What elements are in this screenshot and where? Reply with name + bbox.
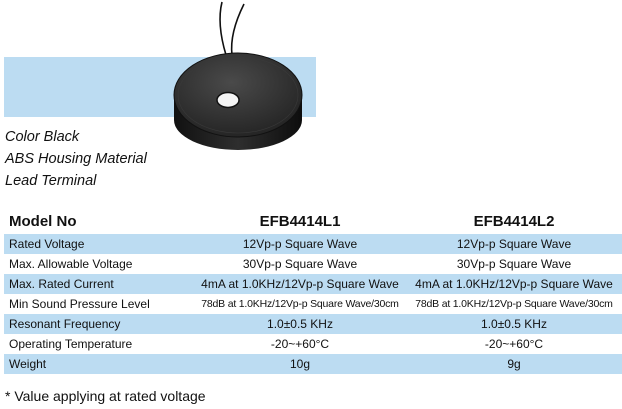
- table-row: Resonant Frequency 1.0±0.5 KHz 1.0±0.5 K…: [4, 314, 622, 334]
- attr-color: Color Black: [5, 129, 80, 145]
- table-row: Max. Allowable Voltage 30Vp-p Square Wav…: [4, 254, 622, 274]
- row-label: Weight: [4, 354, 194, 374]
- row-label: Min Sound Pressure Level: [9, 297, 150, 311]
- spec-table: Model No EFB4414L1 EFB4414L2 Rated Volta…: [4, 208, 622, 374]
- cell-l2: -20~+60°C: [484, 337, 544, 351]
- cell-l1: 78dB at 1.0KHz/12Vp-p Square Wave/30cm: [201, 298, 399, 310]
- cell-l2: 12Vp-p Square Wave: [406, 234, 622, 254]
- attr-housing: ABS Housing Material: [5, 151, 147, 167]
- row-label: Resonant Frequency: [4, 314, 194, 334]
- row-label: Operating Temperature: [9, 337, 133, 351]
- row-label: Max. Rated Current: [4, 274, 194, 294]
- table-row: Min Sound Pressure Level 78dB at 1.0KHz/…: [4, 294, 622, 314]
- cell-l2: 78dB at 1.0KHz/12Vp-p Square Wave/30cm: [415, 298, 613, 310]
- product-attributes: Color Black ABS Housing Material Lead Te…: [5, 126, 147, 192]
- header-model-l2: EFB4414L2: [473, 212, 555, 230]
- cell-l2: 9g: [406, 354, 622, 374]
- header-model-l1: EFB4414L1: [259, 212, 341, 230]
- table-row: Rated Voltage 12Vp-p Square Wave 12Vp-p …: [4, 234, 622, 254]
- cell-l1: 1.0±0.5 KHz: [194, 314, 406, 334]
- table-row: Max. Rated Current 4mA at 1.0KHz/12Vp-p …: [4, 274, 622, 294]
- cell-l1: 12Vp-p Square Wave: [194, 234, 406, 254]
- cell-l2: 30Vp-p Square Wave: [456, 257, 572, 271]
- cell-l1: 30Vp-p Square Wave: [242, 257, 358, 271]
- footnote: * Value applying at rated voltage: [5, 388, 206, 404]
- cell-l2: 4mA at 1.0KHz/12Vp-p Square Wave: [406, 274, 622, 294]
- cell-l1: 4mA at 1.0KHz/12Vp-p Square Wave: [194, 274, 406, 294]
- spec-header-row: Model No EFB4414L1 EFB4414L2: [4, 208, 622, 234]
- buzzer-product-image: [173, 1, 303, 150]
- attr-terminal: Lead Terminal: [5, 173, 97, 189]
- row-label: Max. Allowable Voltage: [9, 257, 133, 271]
- header-model-no: Model No: [9, 212, 77, 230]
- cell-l1: -20~+60°C: [270, 337, 330, 351]
- table-row: Operating Temperature -20~+60°C -20~+60°…: [4, 334, 622, 354]
- cell-l1: 10g: [194, 354, 406, 374]
- row-label: Rated Voltage: [4, 234, 194, 254]
- table-row: Weight 10g 9g: [4, 354, 622, 374]
- cell-l2: 1.0±0.5 KHz: [406, 314, 622, 334]
